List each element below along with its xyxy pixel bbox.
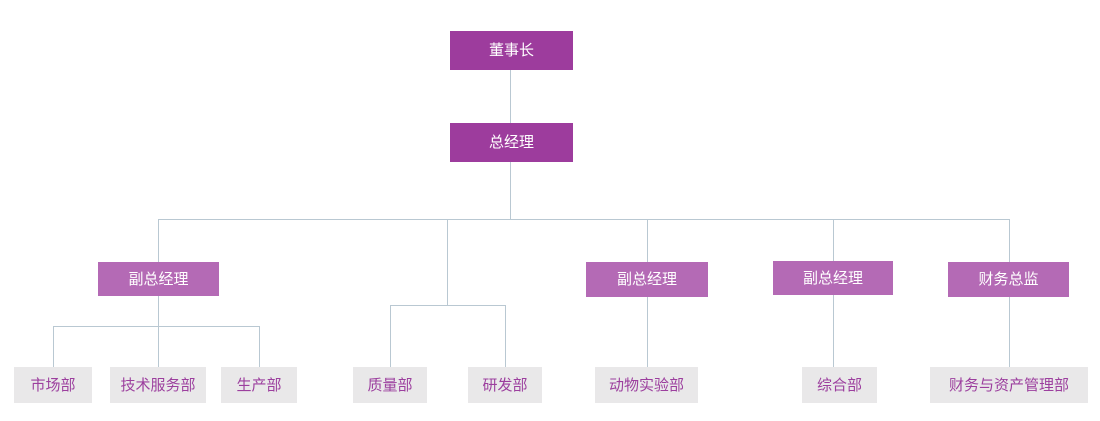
connector-line bbox=[390, 305, 391, 367]
org-node-chairman: 董事长 bbox=[450, 31, 573, 70]
connector-line bbox=[510, 70, 511, 123]
connector-line bbox=[833, 295, 834, 367]
org-node-deputy-gm-2: 副总经理 bbox=[586, 262, 708, 297]
connector-line bbox=[53, 326, 54, 367]
connector-line bbox=[158, 326, 159, 367]
connector-line bbox=[833, 219, 834, 262]
org-node-general-manager: 总经理 bbox=[450, 123, 573, 162]
org-node-production-dept: 生产部 bbox=[221, 367, 297, 403]
org-node-finance-asset-mgmt-dept: 财务与资产管理部 bbox=[930, 367, 1088, 403]
org-node-general-affairs-dept: 综合部 bbox=[802, 367, 877, 403]
connector-line bbox=[447, 219, 448, 305]
org-node-rd-dept: 研发部 bbox=[468, 367, 542, 403]
connector-line bbox=[1009, 297, 1010, 367]
org-node-tech-service-dept: 技术服务部 bbox=[110, 367, 206, 403]
org-node-finance-director: 财务总监 bbox=[948, 262, 1069, 297]
connector-line bbox=[158, 296, 159, 326]
org-node-quality-dept: 质量部 bbox=[353, 367, 427, 403]
org-node-deputy-gm-1: 副总经理 bbox=[98, 262, 219, 296]
connector-line bbox=[259, 326, 260, 367]
connector-line bbox=[158, 219, 1009, 220]
org-node-marketing-dept: 市场部 bbox=[14, 367, 92, 403]
connector-line bbox=[510, 162, 511, 219]
connector-line bbox=[647, 297, 648, 367]
connector-line bbox=[647, 219, 648, 262]
org-node-deputy-gm-3: 副总经理 bbox=[773, 261, 893, 295]
connector-line bbox=[53, 326, 259, 327]
connector-line bbox=[390, 305, 505, 306]
org-node-animal-lab-dept: 动物实验部 bbox=[595, 367, 698, 403]
connector-line bbox=[1009, 219, 1010, 262]
connector-line bbox=[505, 305, 506, 367]
connector-line bbox=[158, 219, 159, 262]
